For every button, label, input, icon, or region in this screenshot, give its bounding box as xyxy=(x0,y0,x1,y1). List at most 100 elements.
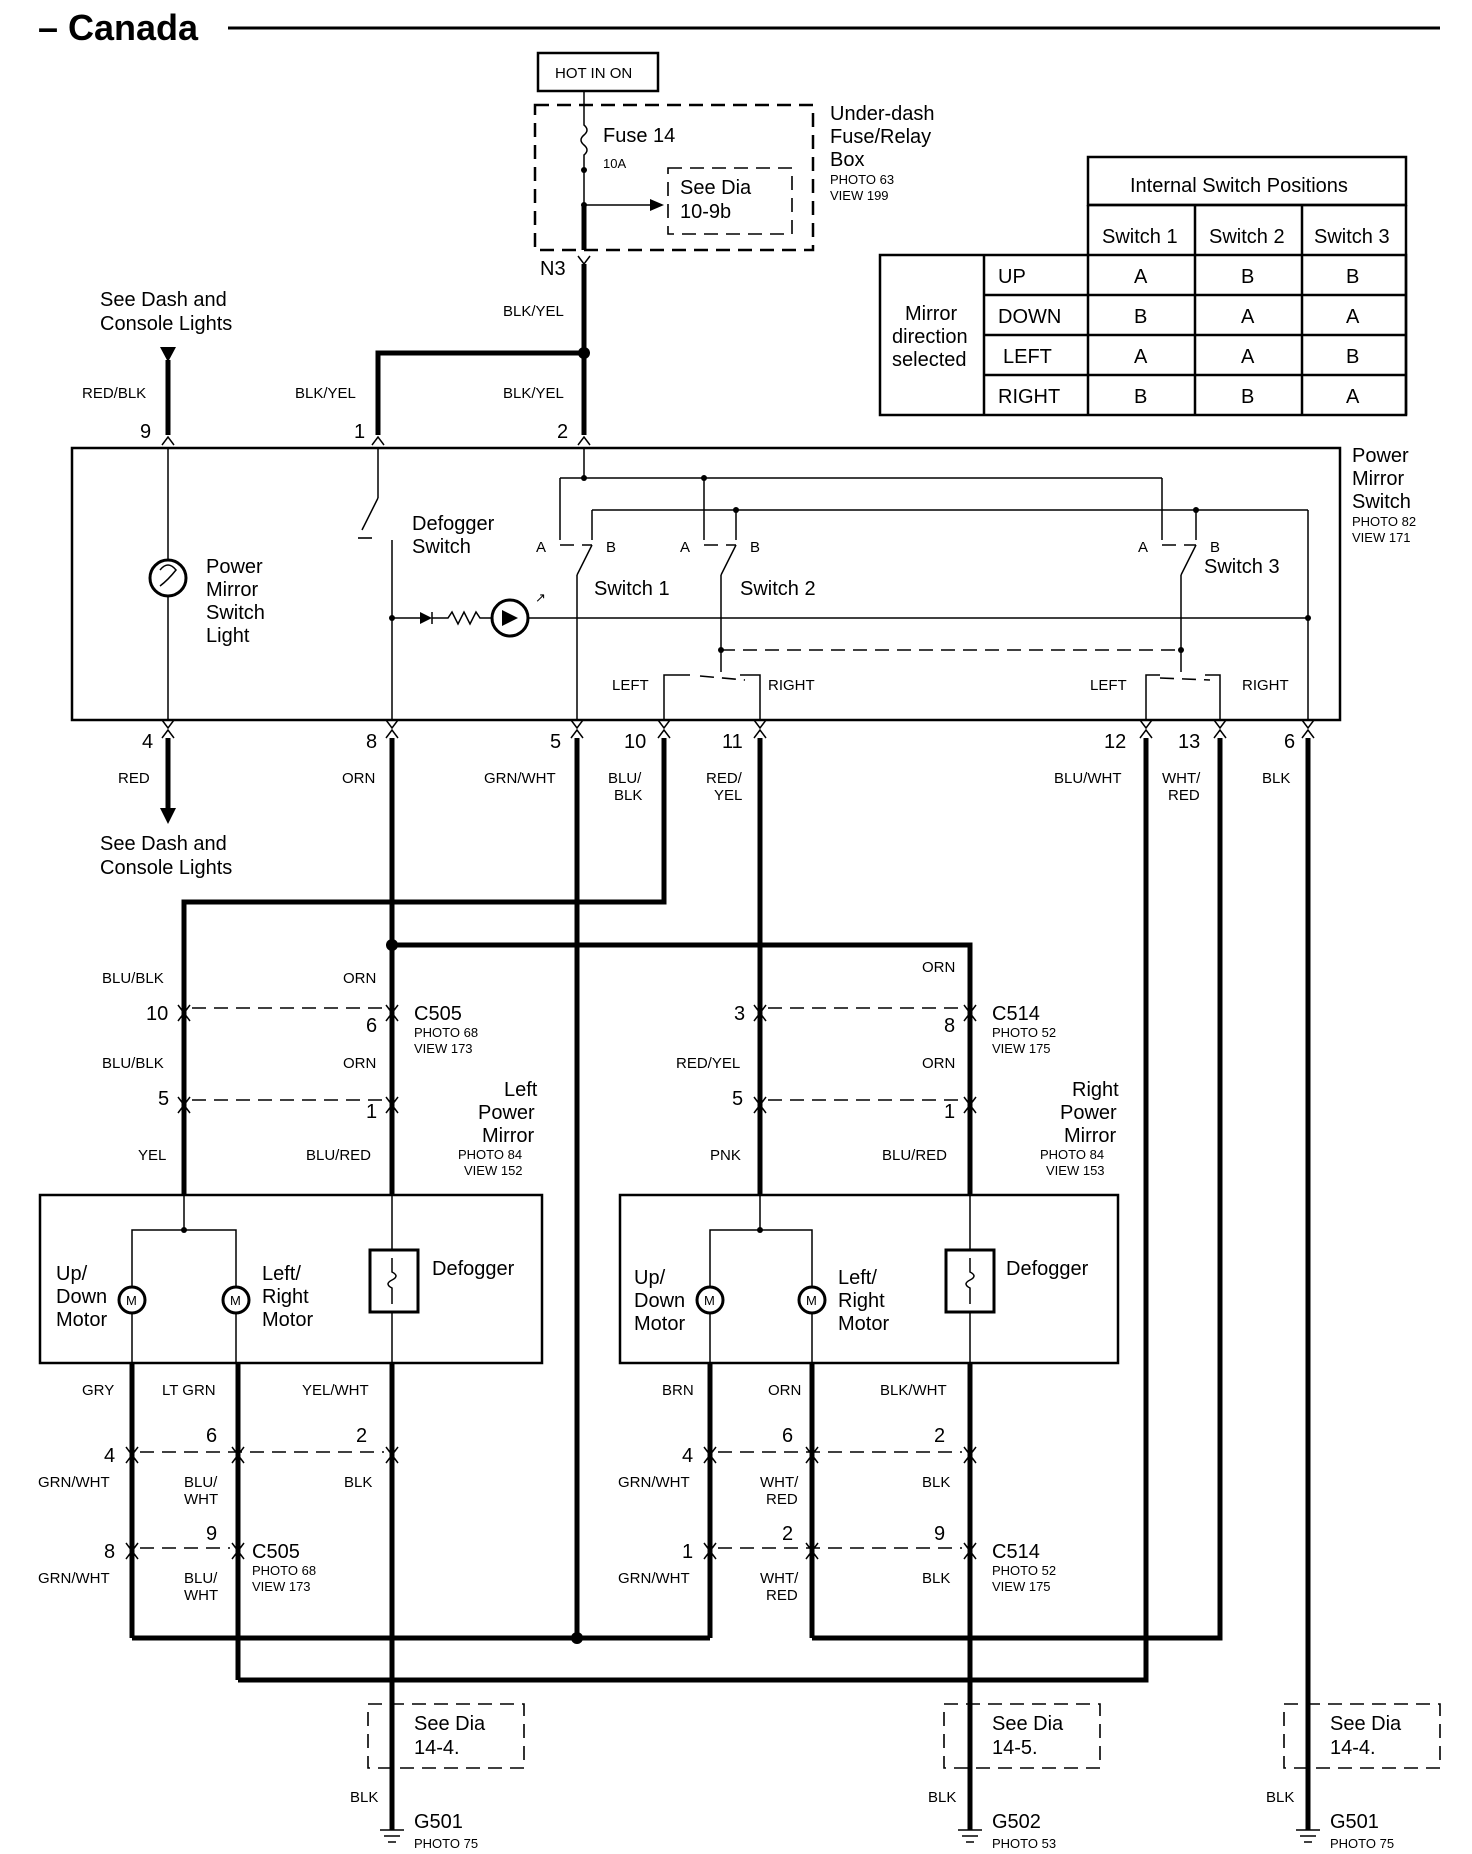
lm-pin-6: 6 xyxy=(366,1015,377,1037)
lm-ud-l2: Down xyxy=(56,1286,107,1308)
hot-in-on-label: HOT IN ON xyxy=(555,65,632,82)
lm-c505-view: VIEW 173 xyxy=(414,1041,473,1056)
g3-photo: PHOTO 75 xyxy=(1330,1836,1394,1851)
wire-wht-red-b: RED xyxy=(1168,787,1200,804)
see-dia-10-9b-box xyxy=(667,167,793,235)
rm-m2: M xyxy=(806,1293,817,1308)
rm-m1: M xyxy=(704,1293,715,1308)
rm-wire-orn-2: ORN xyxy=(922,1055,955,1072)
bottom-pin-6: 6 xyxy=(1284,731,1295,753)
rm-lpin-2b: 2 xyxy=(782,1523,793,1545)
g3-see-l1: See Dia xyxy=(1330,1713,1402,1735)
g2-name: G502 xyxy=(992,1811,1041,1833)
rm-name-view: VIEW 153 xyxy=(1046,1163,1105,1178)
table-row-label-1: Mirror xyxy=(905,303,958,325)
rm-wire-blk-wht: BLK/WHT xyxy=(880,1382,947,1399)
resistor-icon xyxy=(432,610,492,626)
rm-wire-pnk: PNK xyxy=(710,1147,741,1164)
rm-wire-blu-red: BLU/RED xyxy=(882,1147,947,1164)
wire-blu-wht: BLU/WHT xyxy=(1054,770,1122,787)
table-cell: B xyxy=(1241,266,1254,288)
see-dia-10-9b-l2: 10-9b xyxy=(680,201,731,223)
fusebox-photo: PHOTO 63 xyxy=(830,172,894,187)
pin-2: 2 xyxy=(557,421,568,443)
lm-wire-yel: YEL xyxy=(138,1147,166,1164)
g3-name: G501 xyxy=(1330,1811,1379,1833)
lm-wire-grn-wht-2: GRN/WHT xyxy=(38,1570,110,1587)
ground-g501-left: See Dia 14-4. BLK G501 PHOTO 75 xyxy=(350,1703,525,1851)
rm-c514b-photo: PHOTO 52 xyxy=(992,1563,1056,1578)
table-header: Internal Switch Positions xyxy=(1130,175,1348,197)
lm-c505b-view: VIEW 173 xyxy=(252,1579,311,1594)
table-col-switch-1: Switch 1 xyxy=(1102,226,1178,248)
rm-pin-3: 3 xyxy=(734,1003,745,1025)
lm-wire-blu-blk-1: BLU/BLK xyxy=(102,970,164,987)
g2-see-l1: See Dia xyxy=(992,1713,1064,1735)
lm-lpin-9: 9 xyxy=(206,1523,217,1545)
table-cell: A xyxy=(1346,306,1360,328)
lm-pin-10: 10 xyxy=(146,1003,168,1025)
light-label-l1: Power xyxy=(206,556,263,578)
lm-name-l1: Left xyxy=(504,1079,538,1101)
diode-icon xyxy=(420,612,432,624)
n3-label: N3 xyxy=(540,258,566,280)
rm-wire-grn-wht-1: GRN/WHT xyxy=(618,1474,690,1491)
wire-orn-right xyxy=(392,942,973,1000)
switch-2-label: Switch 2 xyxy=(740,578,816,600)
lm-wire-orn-1: ORN xyxy=(343,970,376,987)
pms-view: VIEW 171 xyxy=(1352,530,1411,545)
wire-blk-yel-pin1 xyxy=(375,350,584,435)
rm-lpin-2: 2 xyxy=(934,1425,945,1447)
right-mirror-box xyxy=(618,1193,1120,1365)
table-row-label-2: direction xyxy=(892,326,968,348)
g3-see-l2: 14-4. xyxy=(1330,1737,1376,1759)
rm-lpin-4: 4 xyxy=(682,1445,693,1467)
bottom-pin-4: 4 xyxy=(142,731,153,753)
dash-lights-top-l2: Console Lights xyxy=(100,313,232,335)
table-dir-left: LEFT xyxy=(1003,346,1052,368)
table-cell: A xyxy=(1134,346,1148,368)
switch-2-b: B xyxy=(750,539,760,556)
wire-wht-red xyxy=(812,738,1223,1641)
g1-name: G501 xyxy=(414,1811,463,1833)
g1-see-l2: 14-4. xyxy=(414,1737,460,1759)
rm-pin-8: 8 xyxy=(944,1015,955,1037)
rm-pin-5: 5 xyxy=(732,1088,743,1110)
dash-lights-bot-l2: Console Lights xyxy=(100,857,232,879)
lm-defogger-label: Defogger xyxy=(432,1258,515,1280)
table-cell: A xyxy=(1134,266,1148,288)
g2-photo: PHOTO 53 xyxy=(992,1836,1056,1851)
bottom-pin-12: 12 xyxy=(1104,731,1126,753)
rm-wire-blk-1: BLK xyxy=(922,1474,950,1491)
bottom-pin-11: 11 xyxy=(722,731,743,753)
wire-blu-blk-a: BLU/ xyxy=(608,770,642,787)
rm-name-l2: Power xyxy=(1060,1102,1117,1124)
lm-name-l3: Mirror xyxy=(482,1125,535,1147)
lm-lr-l3: Motor xyxy=(262,1309,313,1331)
pin-1: 1 xyxy=(354,421,365,443)
rm-name-photo: PHOTO 84 xyxy=(1040,1147,1104,1162)
lm-defogger-heater-icon xyxy=(368,1248,420,1314)
lm-wire-gry: GRY xyxy=(82,1382,114,1399)
bottom-pin-13: 13 xyxy=(1178,731,1200,753)
table-cell: B xyxy=(1241,386,1254,408)
rm-ud-l1: Up/ xyxy=(634,1267,666,1289)
fuse-14-rating: 10A xyxy=(603,156,626,171)
ground-g501-right: See Dia 14-4. BLK G501 PHOTO 75 xyxy=(1266,1703,1441,1851)
rm-wire-wht-red-2b: RED xyxy=(766,1587,798,1604)
lm-c505b-photo: PHOTO 68 xyxy=(252,1563,316,1578)
table-dir-down: DOWN xyxy=(998,306,1061,328)
lm-name-photo: PHOTO 84 xyxy=(458,1147,522,1162)
pms-photo: PHOTO 82 xyxy=(1352,514,1416,529)
rm-pin-1: 1 xyxy=(944,1101,955,1123)
led-rays-icon: ↗ xyxy=(535,590,546,605)
fusebox-view: VIEW 199 xyxy=(830,188,889,203)
wire-red-yel-b: YEL xyxy=(714,787,742,804)
rm-c514: C514 xyxy=(992,1003,1040,1025)
wire-red-blk: RED/BLK xyxy=(82,385,146,402)
rm-wire-wht-red-1a: WHT/ xyxy=(760,1474,799,1491)
wire-wht-red-a: WHT/ xyxy=(1162,770,1201,787)
lm-lr-l2: Right xyxy=(262,1286,309,1308)
rm-lpin-9: 9 xyxy=(934,1523,945,1545)
